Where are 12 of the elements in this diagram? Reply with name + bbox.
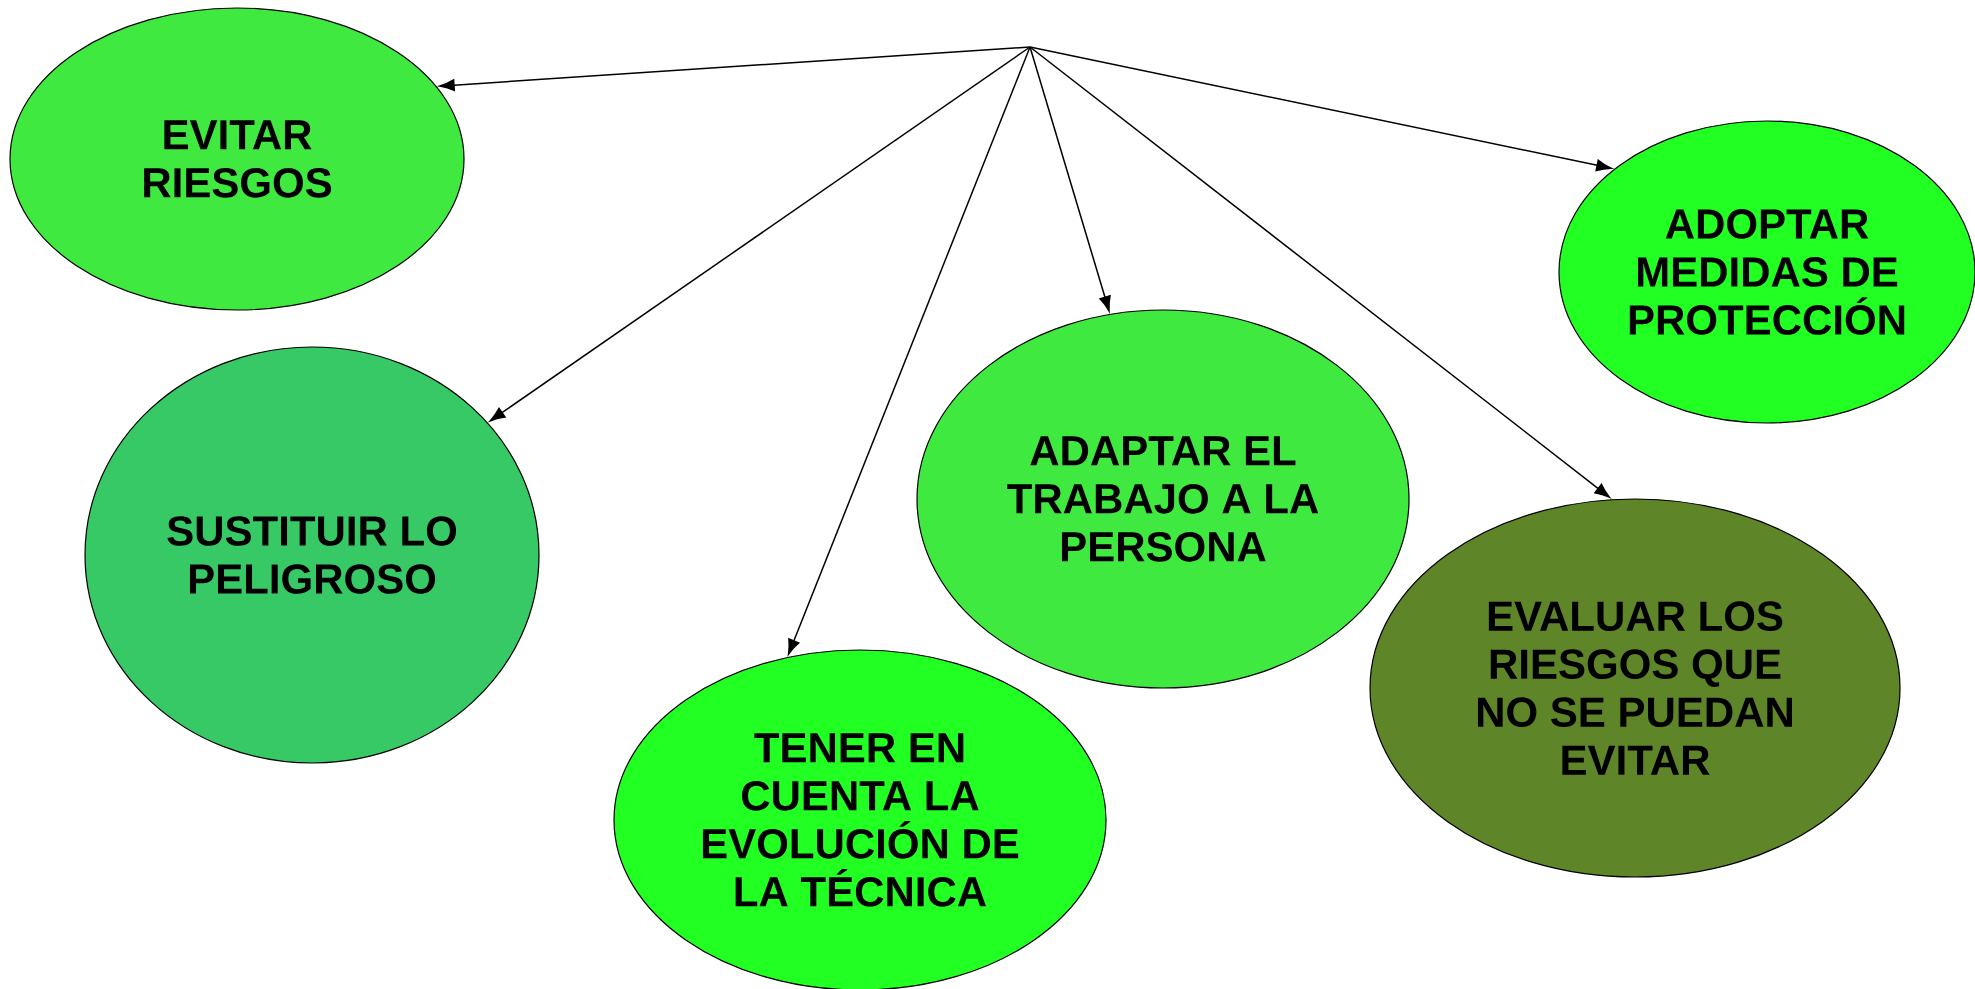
arrow [489,46,1031,422]
ellipse-node: ADAPTAR EL TRABAJO A LA PERSONA [916,309,1410,689]
ellipse-node: TENER EN CUENTA LA EVOLUCIÓN DE LA TÉCNICA [613,649,1107,989]
arrow [787,46,1031,655]
arrow [1029,46,1111,312]
ellipse-node: EVITAR RIESGOS [9,7,465,311]
ellipse-node: ADOPTAR MEDIDAS DE PROTECCIÓN [1558,120,1975,424]
arrow [439,46,1031,92]
arrow [1029,46,1611,498]
ellipse-node: EVALUAR LOS RIESGOS QUE NO SE PUEDAN EVITAR [1369,498,1901,878]
arrow [1029,46,1612,172]
ellipse-node: SUSTITUIR LO PELIGROSO [84,346,540,764]
